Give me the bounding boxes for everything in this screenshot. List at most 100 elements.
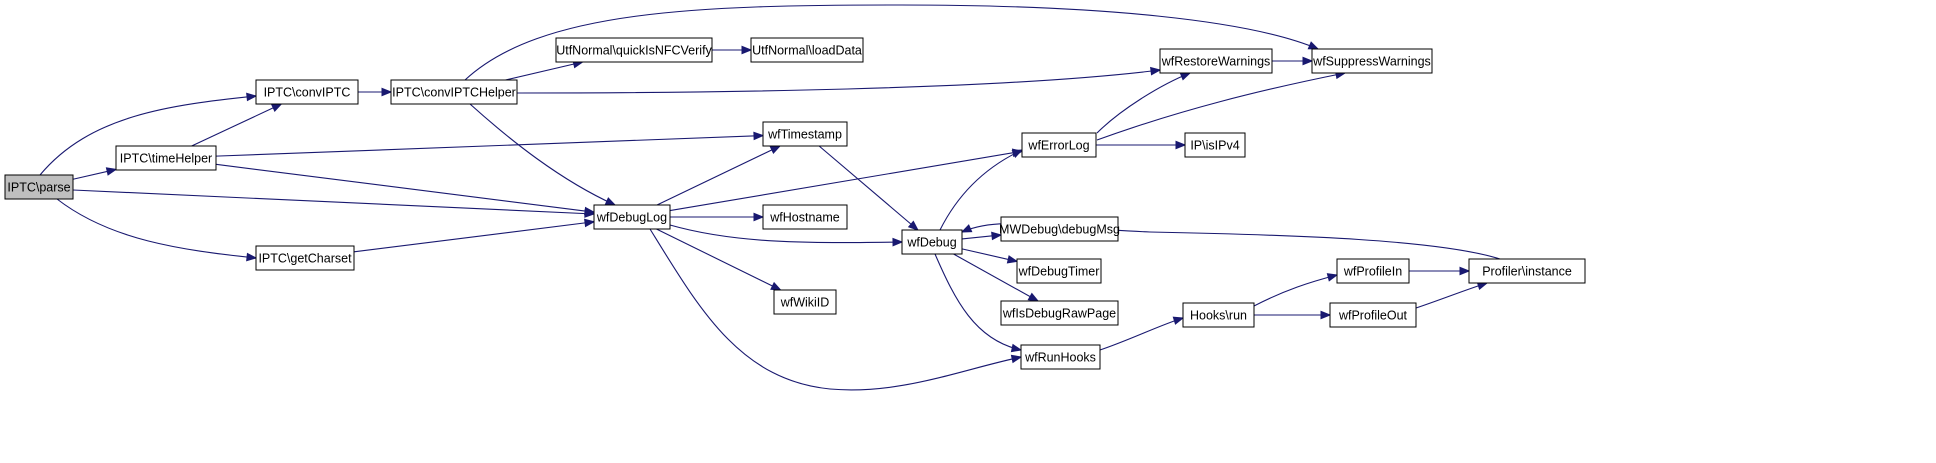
node-debugMsg-box[interactable] — [1000, 216, 1119, 242]
edge-convIPTCHelper-to-wfDebugLog — [469, 103, 616, 206]
node-debugMsg[interactable]: MWDebug\debugMsg — [999, 216, 1120, 242]
node-wfTimestamp[interactable]: wfTimestamp — [762, 121, 848, 147]
node-wfDebug[interactable]: wfDebug — [901, 229, 963, 255]
edge-wfDebug-to-wfIsDebugRawPage-arrowhead — [1027, 292, 1040, 302]
node-wfErrorLog-label: wfErrorLog — [1027, 139, 1089, 153]
node-wfRestoreWarnings[interactable]: wfRestoreWarnings — [1159, 48, 1273, 74]
node-hooksRun-box[interactable] — [1182, 302, 1255, 328]
node-hooksRun-label: Hooks\run — [1190, 309, 1247, 323]
edge-wfProfileOut-to-profilerInstance — [1415, 282, 1488, 309]
edge-wfDebug-to-wfIsDebugRawPage — [953, 253, 1039, 302]
node-parse-box[interactable] — [4, 174, 74, 200]
node-wfProfileIn-label: wfProfileIn — [1343, 265, 1402, 279]
edge-convIPTCHelper-to-quickIsNFCVerify — [505, 61, 583, 81]
edge-wfDebug-to-wfDebugTimer-arrowhead — [1006, 255, 1019, 264]
node-convIPTCHelper[interactable]: IPTC\convIPTCHelper — [390, 79, 518, 105]
node-wfIsDebugRawPage-label: wfIsDebugRawPage — [1002, 307, 1116, 321]
node-convIPTC-label: IPTC\convIPTC — [264, 86, 351, 100]
node-wfWikiID[interactable]: wfWikiID — [773, 289, 837, 315]
edge-convIPTCHelper-to-wfSuppressWarnings-arrowhead — [1307, 41, 1320, 50]
node-wfSuppressWarnings-label: wfSuppressWarnings — [1312, 55, 1431, 69]
node-wfSuppressWarnings-box[interactable] — [1311, 48, 1433, 74]
node-timeHelper[interactable]: IPTC\timeHelper — [115, 145, 217, 171]
node-wfErrorLog-box[interactable] — [1021, 132, 1097, 158]
node-wfRunHooks-label: wfRunHooks — [1024, 351, 1096, 365]
node-wfRunHooks-box[interactable] — [1020, 344, 1101, 370]
node-wfProfileOut[interactable]: wfProfileOut — [1329, 302, 1417, 328]
node-wfRunHooks[interactable]: wfRunHooks — [1020, 344, 1101, 370]
node-loadData[interactable]: UtfNormal\loadData — [750, 37, 864, 63]
node-wfDebugTimer-label: wfDebugTimer — [1018, 265, 1100, 279]
edge-timeHelper-to-convIPTC-arrowhead — [270, 103, 283, 112]
node-quickIsNFCVerify-box[interactable] — [555, 37, 713, 63]
node-getCharset[interactable]: IPTC\getCharset — [255, 245, 355, 271]
node-convIPTCHelper-label: IPTC\convIPTCHelper — [392, 86, 516, 100]
node-timeHelper-box[interactable] — [115, 145, 217, 171]
node-wfDebugLog-box[interactable] — [593, 204, 671, 230]
edge-wfRestoreWarnings-to-wfSuppressWarnings-arrowhead — [1302, 56, 1314, 66]
node-wfDebugLog-label: wfDebugLog — [596, 211, 667, 225]
edge-wfDebugLog-to-wfErrorLog — [669, 150, 1023, 212]
node-wfProfileOut-label: wfProfileOut — [1338, 309, 1408, 323]
node-hooksRun[interactable]: Hooks\run — [1182, 302, 1255, 328]
node-isIPv4-box[interactable] — [1184, 132, 1246, 158]
edge-wfTimestamp-to-wfDebug-arrowhead — [907, 220, 919, 231]
node-parse[interactable]: IPTC\parse — [4, 174, 74, 200]
node-wfDebugTimer-box[interactable] — [1016, 258, 1102, 284]
edge-parse-to-wfDebugLog — [72, 189, 595, 215]
edge-profilerInstance-to-wfDebug-arrowhead — [960, 224, 973, 233]
node-convIPTCHelper-box[interactable] — [390, 79, 518, 105]
node-wfErrorLog[interactable]: wfErrorLog — [1021, 132, 1097, 158]
edge-timeHelper-to-wfDebugLog-arrowhead — [584, 206, 596, 216]
edge-getCharset-to-wfDebugLog — [353, 221, 595, 253]
node-wfRestoreWarnings-box[interactable] — [1159, 48, 1273, 74]
edge-timeHelper-to-wfTimestamp-arrowhead — [753, 131, 765, 141]
node-convIPTC[interactable]: IPTC\convIPTC — [255, 79, 359, 105]
node-loadData-box[interactable] — [750, 37, 864, 63]
edge-wfRunHooks-to-hooksRun-arrowhead — [1172, 316, 1185, 325]
edge-wfDebugLog-to-wfHostname-arrowhead — [753, 212, 765, 222]
edge-wfErrorLog-to-isIPv4-arrowhead — [1175, 140, 1187, 150]
edge-hooksRun-to-wfProfileIn-arrowhead — [1326, 273, 1339, 282]
node-wfTimestamp-box[interactable] — [762, 121, 848, 147]
node-quickIsNFCVerify[interactable]: UtfNormal\quickIsNFCVerify — [555, 37, 713, 63]
edge-wfDebugLog-to-wfRunHooks — [649, 228, 1022, 391]
node-wfDebugLog[interactable]: wfDebugLog — [593, 204, 671, 230]
edge-parse-to-getCharset-arrowhead — [246, 252, 258, 262]
edge-wfErrorLog-to-wfRestoreWarnings — [1096, 72, 1191, 134]
node-wfWikiID-box[interactable] — [773, 289, 837, 315]
node-isIPv4[interactable]: IP\isIPv4 — [1184, 132, 1246, 158]
node-wfIsDebugRawPage-box[interactable] — [1000, 300, 1119, 326]
node-profilerInstance[interactable]: Profiler\instance — [1468, 258, 1586, 284]
node-layer: IPTC\parse IPTC\convIPTC IPTC\convIPTCHelp… — [4, 37, 1586, 370]
node-wfSuppressWarnings[interactable]: wfSuppressWarnings — [1311, 48, 1433, 74]
node-wfHostname-box[interactable] — [762, 204, 848, 230]
node-wfProfileIn[interactable]: wfProfileIn — [1336, 258, 1410, 284]
edge-wfErrorLog-to-wfRestoreWarnings-arrowhead — [1179, 72, 1192, 81]
node-wfDebug-label: wfDebug — [906, 236, 956, 250]
node-wfIsDebugRawPage[interactable]: wfIsDebugRawPage — [1000, 300, 1119, 326]
node-getCharset-box[interactable] — [255, 245, 355, 271]
node-wfDebug-box[interactable] — [901, 229, 963, 255]
edge-wfErrorLog-to-wfSuppressWarnings — [1096, 72, 1346, 141]
node-profilerInstance-box[interactable] — [1468, 258, 1586, 284]
edge-wfDebug-to-wfRunHooks — [934, 253, 1022, 351]
node-wfRestoreWarnings-label: wfRestoreWarnings — [1161, 55, 1271, 69]
node-parse-label: IPTC\parse — [7, 181, 70, 195]
node-wfProfileIn-box[interactable] — [1336, 258, 1410, 284]
edge-layer — [39, 4, 1501, 391]
edge-parse-to-getCharset — [56, 198, 257, 259]
node-wfDebugTimer[interactable]: wfDebugTimer — [1016, 258, 1102, 284]
edge-parse-to-convIPTC — [39, 95, 257, 176]
node-convIPTC-box[interactable] — [255, 79, 359, 105]
edge-wfDebugLog-to-wfDebug — [669, 224, 903, 244]
edge-convIPTCHelper-to-wfDebugLog-arrowhead — [604, 197, 617, 206]
node-loadData-label: UtfNormal\loadData — [752, 44, 862, 58]
edge-timeHelper-to-wfDebugLog — [215, 163, 595, 213]
edge-convIPTCHelper-to-wfSuppressWarnings — [464, 4, 1319, 81]
edge-wfDebug-to-wfRunHooks-arrowhead — [1010, 343, 1023, 353]
node-wfHostname[interactable]: wfHostname — [762, 204, 848, 230]
edge-convIPTCHelper-to-wfRestoreWarnings-arrowhead — [1150, 66, 1162, 76]
node-wfProfileOut-box[interactable] — [1329, 302, 1417, 328]
